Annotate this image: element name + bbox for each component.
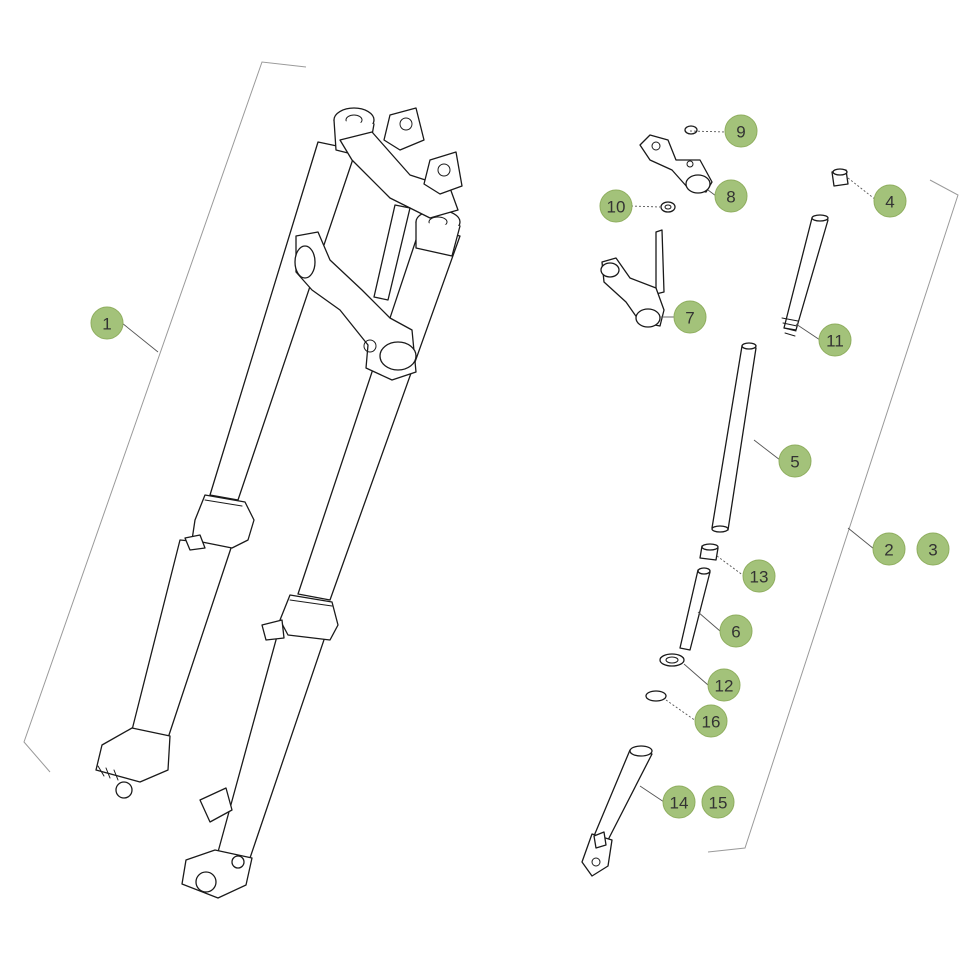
callout-9-label: 9	[736, 123, 745, 142]
part-fork-cap-4	[831, 168, 849, 187]
callout-2-balloon	[872, 532, 906, 566]
callout-16-label: 16	[702, 713, 721, 732]
part-o-ring-16	[645, 690, 667, 702]
callout-13-label: 13	[750, 568, 769, 587]
leader-lines	[121, 130, 877, 803]
callout-10-balloon	[599, 189, 633, 223]
callout-7: 7	[673, 300, 707, 334]
callout-16-balloon	[694, 704, 728, 738]
callout-15: 15	[701, 785, 735, 819]
callout-9: 9	[724, 114, 758, 148]
callout-7-label: 7	[685, 309, 694, 328]
callout-5-label: 5	[790, 453, 799, 472]
part-slider-14-15	[581, 745, 653, 877]
callout-14-balloon	[662, 785, 696, 819]
callout-6: 6	[719, 614, 753, 648]
callout-14-label: 14	[670, 794, 689, 813]
callout-8-label: 8	[726, 188, 735, 207]
callout-15-label: 15	[709, 794, 728, 813]
part-lower-clamp-7	[600, 229, 665, 328]
callout-12-balloon	[707, 668, 741, 702]
part-cartridge-6	[679, 567, 711, 651]
callout-12-label: 12	[715, 677, 734, 696]
callout-1-balloon	[90, 306, 124, 340]
callout-4: 4	[873, 184, 907, 218]
part-washer-10	[660, 201, 676, 213]
callout-6-label: 6	[731, 623, 740, 642]
callout-13: 13	[742, 559, 776, 593]
part-nut-9	[684, 125, 698, 135]
part-fork-tube-5	[711, 342, 757, 533]
assembly-bracket-left	[23, 61, 307, 773]
callout-7-balloon	[673, 300, 707, 334]
callout-3-label: 3	[928, 541, 937, 560]
callout-8-balloon	[714, 179, 748, 213]
part-seal-12	[659, 653, 685, 667]
callout-6-balloon	[719, 614, 753, 648]
assembly-bracket-right	[707, 179, 959, 853]
callout-4-balloon	[873, 184, 907, 218]
callout-5-balloon	[778, 444, 812, 478]
part-upper-clamp-8	[639, 134, 713, 194]
callout-11: 11	[818, 323, 852, 357]
part-damper-rod-11	[781, 214, 829, 337]
callout-13-balloon	[742, 559, 776, 593]
callout-14: 14	[662, 785, 696, 819]
callout-16: 16	[694, 704, 728, 738]
callout-10: 10	[599, 189, 633, 223]
callout-8: 8	[714, 179, 748, 213]
callout-2-label: 2	[884, 541, 893, 560]
callout-9-balloon	[724, 114, 758, 148]
callout-1-label: 1	[102, 315, 111, 334]
callout-2: 2	[872, 532, 906, 566]
fork-assembly	[95, 107, 463, 899]
callout-11-balloon	[818, 323, 852, 357]
callout-4-label: 4	[885, 193, 894, 212]
callout-11-label: 11	[826, 332, 844, 351]
callout-10-label: 10	[607, 198, 626, 217]
callout-12: 12	[707, 668, 741, 702]
callout-3-balloon	[916, 532, 950, 566]
callout-1: 1	[90, 306, 124, 340]
callout-15-balloon	[701, 785, 735, 819]
callout-3: 3	[916, 532, 950, 566]
part-bushing-13	[699, 543, 719, 561]
callout-5: 5	[778, 444, 812, 478]
